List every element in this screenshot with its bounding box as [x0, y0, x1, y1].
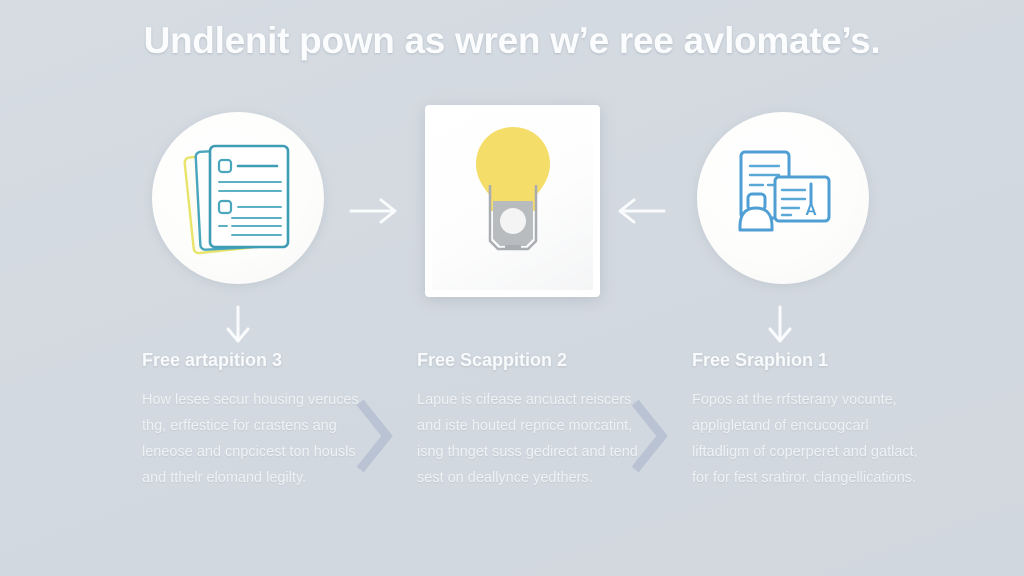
- svg-text:A: A: [805, 202, 817, 219]
- chevron-right-icon: [355, 398, 395, 474]
- left-icon-circle: [152, 112, 324, 284]
- caption-heading: Free Sraphion 1: [692, 350, 829, 370]
- arrow-left-icon: [610, 190, 670, 232]
- right-icon-circle: A: [697, 112, 869, 284]
- caption-row: Free artapition 3 How lesee secur housin…: [0, 350, 1024, 550]
- caption-column-2: Free Scappition 2 Lapue is cifease ancua…: [417, 350, 649, 491]
- arrow-right-icon: [345, 190, 405, 232]
- caption-heading: Free artapition 3: [142, 350, 283, 370]
- arrow-down-icon: [759, 303, 801, 347]
- caption-body: Fopos at the rrfsterany vocunte, appligl…: [692, 392, 918, 486]
- document-user-id-card-icon: A: [727, 142, 839, 254]
- arrow-down-icon: [217, 303, 259, 347]
- caption-body: Lapue is cifease ancuact reiscers and is…: [417, 392, 638, 486]
- caption-heading: Free Scappition 2: [417, 350, 568, 370]
- caption-column-3: Free artapition 3 How lesee secur housin…: [142, 350, 374, 491]
- page-title: Undlenit pown as wren w’e ree avlomate’s…: [143, 20, 881, 61]
- center-idea-card: [425, 105, 600, 297]
- stacked-checklist-documents-icon: [180, 138, 296, 258]
- chevron-right-icon: [630, 398, 670, 474]
- lightbulb-icon: [468, 119, 558, 284]
- caption-body: How lesee secur housing veruces thg, erf…: [142, 392, 359, 486]
- caption-column-1: Free Sraphion 1 Fopos at the rrfsterany …: [692, 350, 924, 491]
